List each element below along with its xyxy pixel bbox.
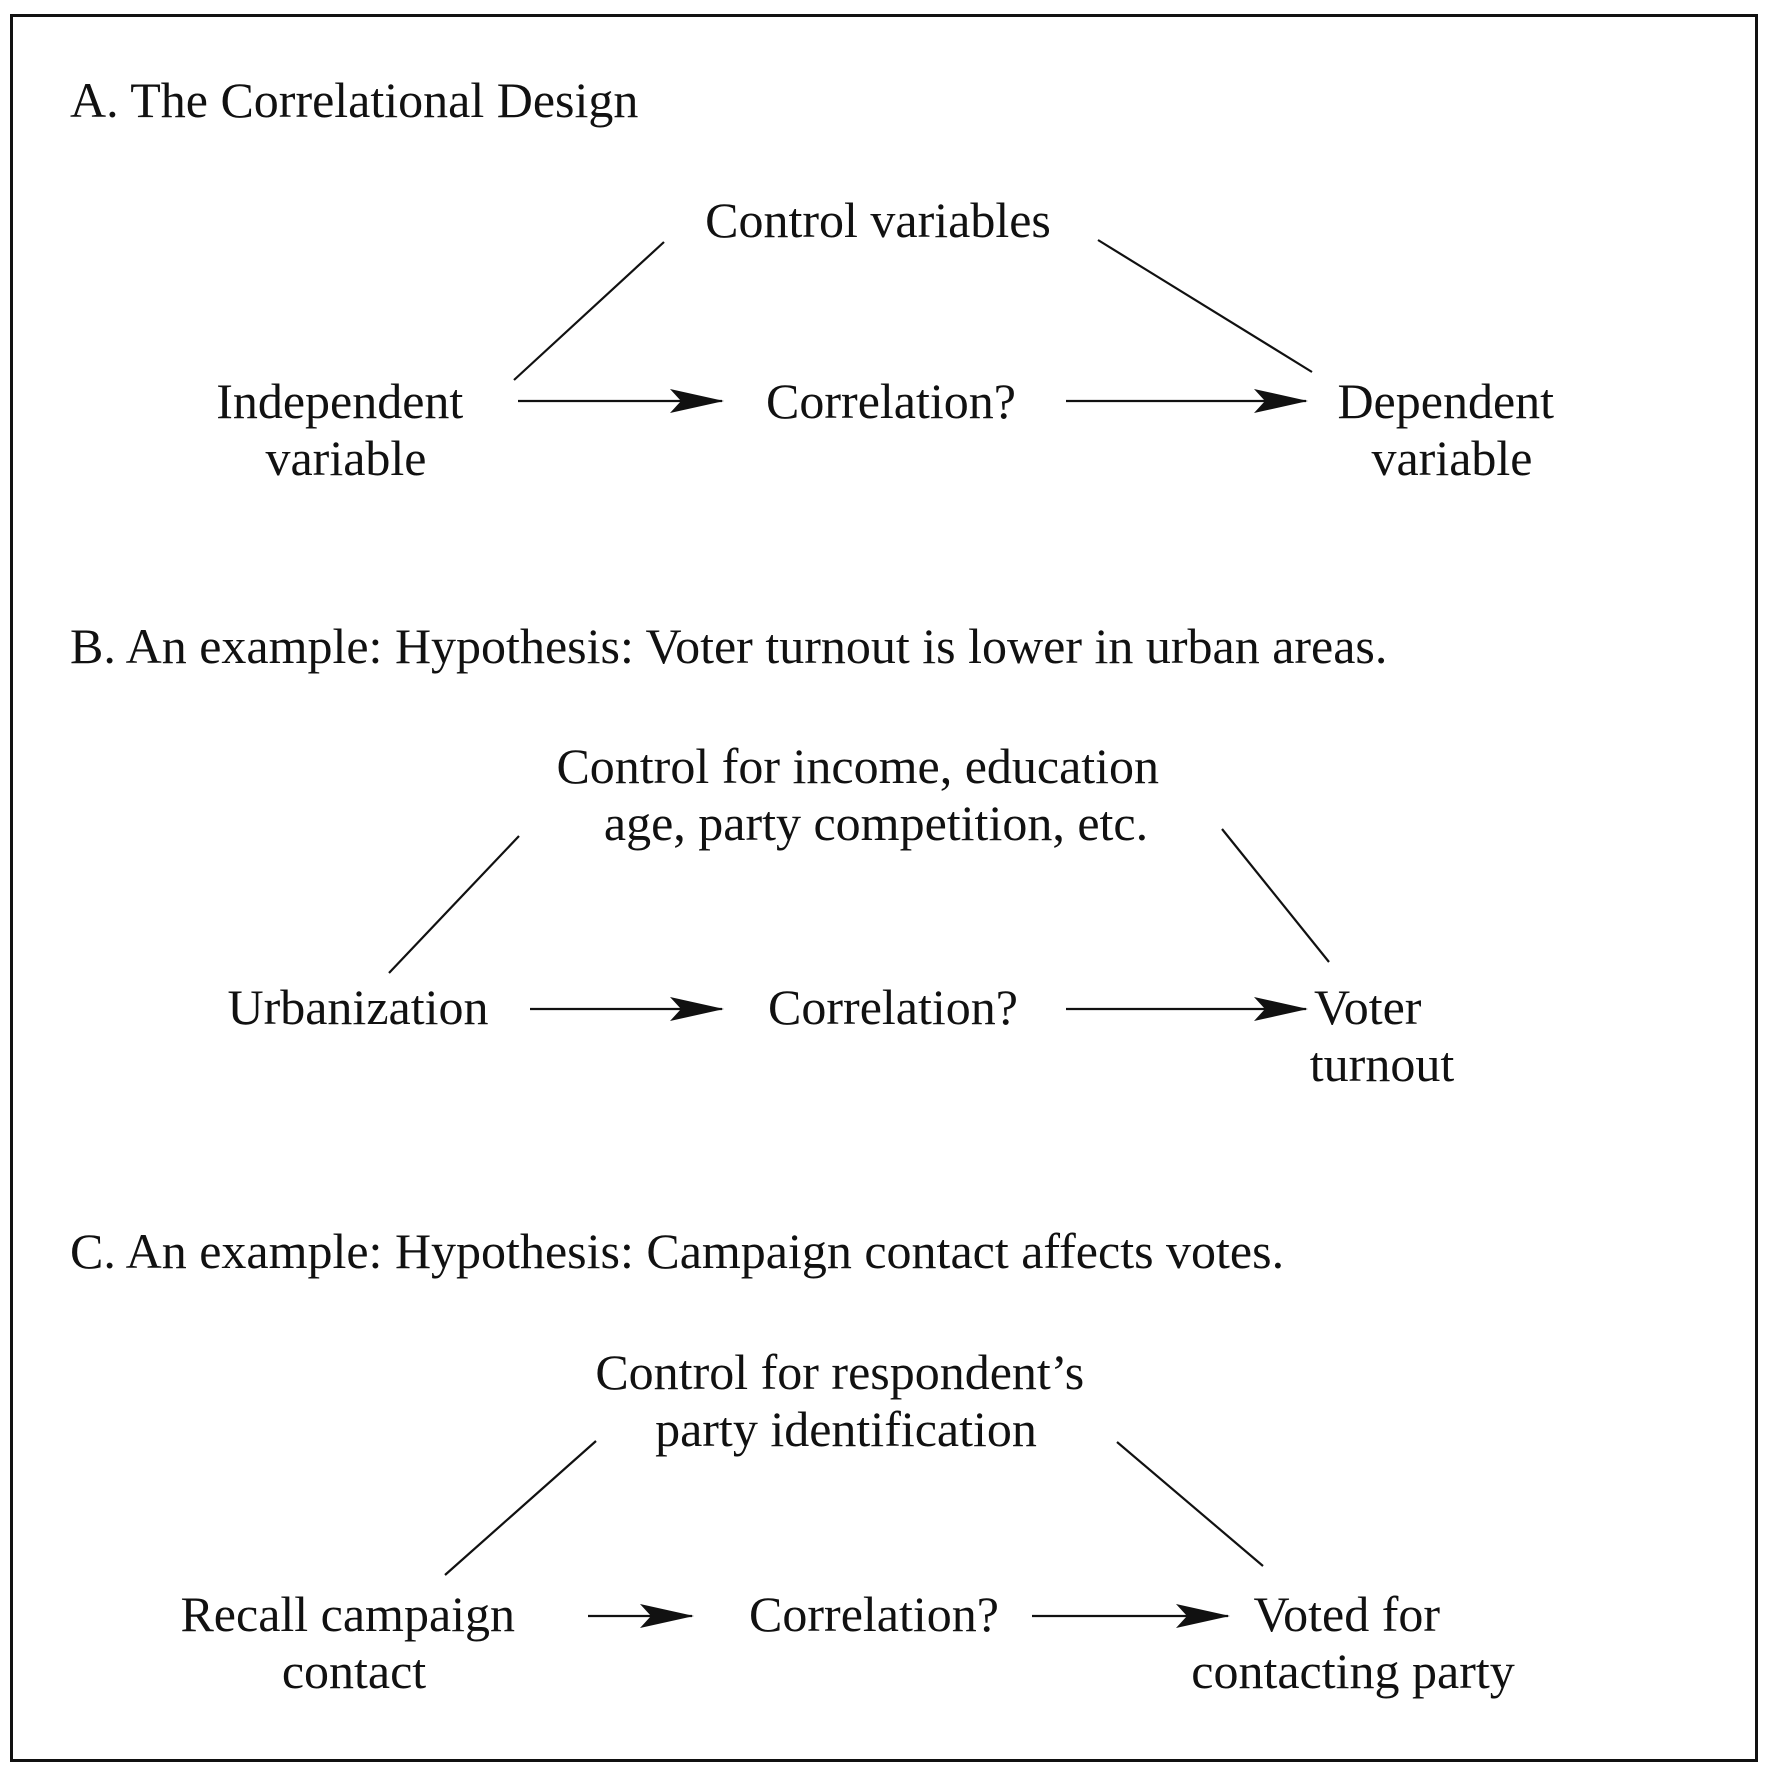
section-c-control-line-2: party identification <box>655 1401 1037 1457</box>
section-b-control-to-dependent-line <box>1221 828 1330 963</box>
section-c-control-to-dependent-line <box>1116 1441 1264 1567</box>
figure-frame <box>10 14 1758 1762</box>
section-a-independent-line-1: Independent <box>216 373 463 429</box>
section-c: C. An example: Hypothesis: Campaign cont… <box>70 1223 1515 1699</box>
section-b-control-line-2: age, party competition, etc. <box>604 795 1148 851</box>
section-c-independent-line-1: Recall campaign <box>180 1586 515 1642</box>
section-a-dependent-node: Dependent variable <box>1337 373 1566 486</box>
section-b-independent-node: Urbanization <box>227 979 488 1035</box>
section-b-correlation-node: Correlation? <box>768 979 1018 1035</box>
section-a-independent-node: Independent variable <box>216 373 476 486</box>
section-c-independent-node: Recall campaign contact <box>180 1586 527 1699</box>
section-c-control-to-independent-line <box>444 1440 597 1576</box>
section-b-control-node: Control for income, education age, party… <box>556 738 1171 851</box>
section-b-dependent-line-1: Voter <box>1314 979 1422 1035</box>
section-a-correlation-node: Correlation? <box>766 373 1016 429</box>
section-c-dependent-node: Voted for contacting party <box>1191 1586 1515 1699</box>
section-a-control-to-independent-line <box>513 241 665 381</box>
section-b-dependent-line-2: turnout <box>1310 1036 1455 1092</box>
section-b-heading: B. An example: Hypothesis: Voter turnout… <box>70 618 1387 674</box>
section-a: A. The Correlational Design Control vari… <box>70 72 1566 486</box>
section-b-independent-line-1: Urbanization <box>227 979 488 1035</box>
section-b-control-to-independent-line <box>388 835 520 974</box>
section-a-control-node: Control variables <box>705 192 1051 248</box>
section-c-independent-line-2: contact <box>282 1643 426 1699</box>
section-a-control-line-1: Control variables <box>705 192 1051 248</box>
section-b-control-line-1: Control for income, education <box>556 738 1159 794</box>
section-a-independent-line-2: variable <box>265 430 426 486</box>
section-c-dependent-line-1: Voted for <box>1253 1586 1440 1642</box>
section-c-dependent-line-2: contacting party <box>1191 1643 1515 1699</box>
section-a-dependent-line-2: variable <box>1371 430 1532 486</box>
section-a-heading: A. The Correlational Design <box>70 72 638 128</box>
section-a-control-to-dependent-line <box>1097 239 1313 373</box>
section-b: B. An example: Hypothesis: Voter turnout… <box>70 618 1454 1092</box>
section-c-heading: C. An example: Hypothesis: Campaign cont… <box>70 1223 1284 1279</box>
section-c-correlation-node: Correlation? <box>749 1586 999 1642</box>
section-c-control-node: Control for respondent’s party identific… <box>595 1344 1096 1457</box>
section-b-dependent-node: Voter turnout <box>1310 979 1455 1092</box>
section-c-control-line-1: Control for respondent’s <box>595 1344 1084 1400</box>
section-a-dependent-line-1: Dependent <box>1337 373 1554 429</box>
